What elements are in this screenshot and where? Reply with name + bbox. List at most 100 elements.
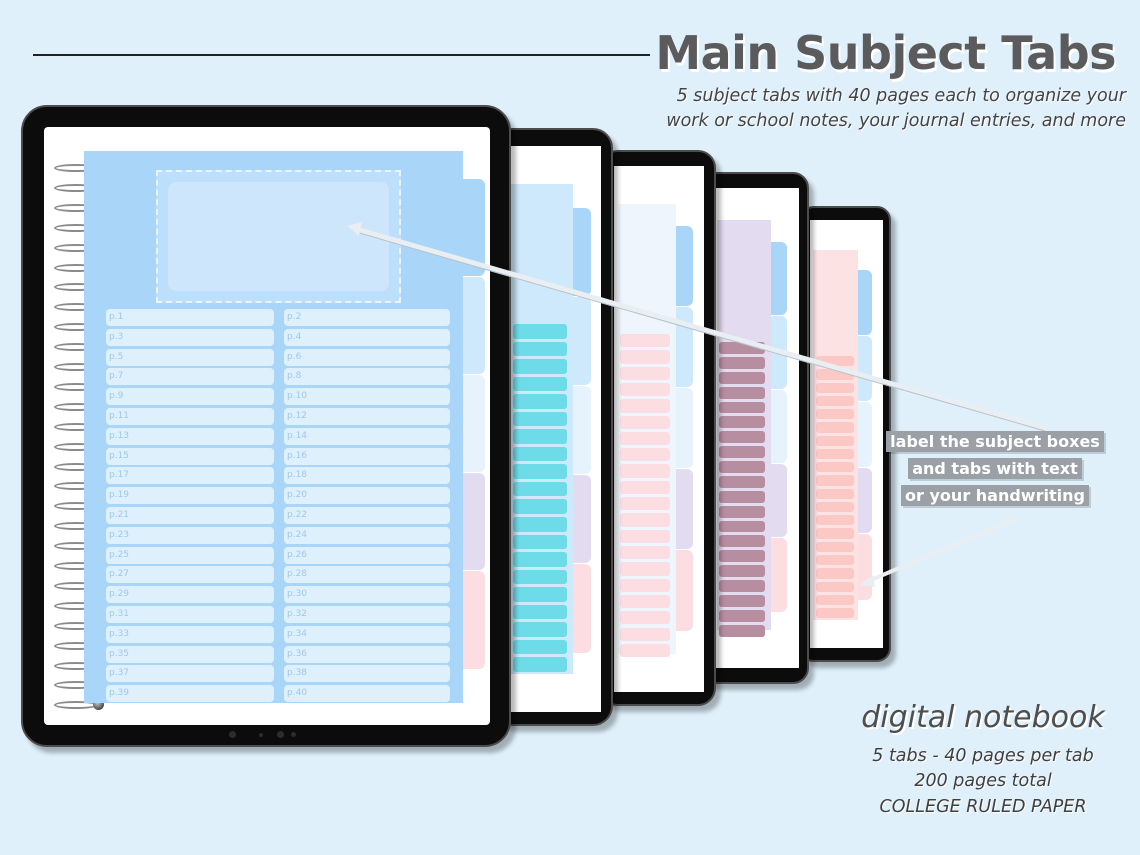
subject-tab-5[interactable] — [573, 564, 591, 653]
subject-tab-4[interactable] — [676, 469, 693, 549]
ruled-line-bar[interactable] — [620, 562, 670, 576]
ruled-line-bar[interactable] — [620, 334, 670, 348]
ruled-line-bar[interactable] — [816, 488, 854, 499]
ruled-line-bar[interactable] — [620, 350, 670, 364]
page-link-row[interactable]: p.1 — [106, 309, 274, 326]
page-link-row[interactable]: p.35 — [106, 645, 274, 663]
ruled-line-bar[interactable] — [513, 569, 567, 585]
ruled-line-bar[interactable] — [816, 594, 854, 606]
subject-tab-1[interactable] — [858, 270, 872, 335]
ruled-line-bar[interactable] — [719, 580, 765, 592]
page-link-row[interactable]: p.30 — [284, 586, 450, 604]
ruled-line-bar[interactable] — [719, 505, 765, 518]
ruled-line-bar[interactable] — [513, 359, 567, 374]
ruled-line-bar[interactable] — [816, 369, 854, 380]
ruled-line-bar[interactable] — [816, 356, 854, 367]
ruled-line-bar[interactable] — [620, 480, 670, 495]
page-link-row[interactable]: p.32 — [284, 606, 450, 623]
ruled-line-bar[interactable] — [513, 481, 567, 497]
page-link-row[interactable]: p.7 — [106, 368, 274, 386]
ruled-line-bar[interactable] — [719, 461, 765, 473]
ruled-line-bar[interactable] — [620, 627, 670, 641]
pink-subject-tabs[interactable] — [676, 226, 693, 631]
ruled-line-bar[interactable] — [816, 541, 854, 553]
page-link-row[interactable]: p.27 — [106, 566, 274, 584]
ruled-line-bar[interactable] — [513, 552, 567, 567]
subject-label-box[interactable] — [156, 170, 401, 303]
ruled-line-bar[interactable] — [816, 462, 854, 473]
subject-tab-3[interactable] — [463, 375, 485, 472]
ruled-line-bar[interactable] — [719, 371, 765, 384]
ruled-line-bar[interactable] — [513, 587, 567, 602]
page-link-row[interactable]: p.11 — [106, 408, 274, 425]
subject-tab-5[interactable] — [771, 538, 787, 612]
ruled-line-bar[interactable] — [719, 386, 765, 399]
ruled-line-bar[interactable] — [719, 565, 765, 578]
subject-label-field[interactable] — [168, 182, 389, 291]
ruled-line-bar[interactable] — [719, 446, 765, 459]
teal-subject-tabs[interactable] — [573, 208, 591, 653]
page-link-row[interactable]: p.29 — [106, 586, 274, 604]
ruled-line-bar[interactable] — [620, 513, 670, 527]
ruled-line-bar[interactable] — [513, 394, 567, 409]
ruled-line-bar[interactable] — [816, 608, 854, 619]
page-link-row[interactable]: p.28 — [284, 566, 450, 584]
ruled-line-bar[interactable] — [719, 624, 765, 637]
subject-tab-2[interactable] — [573, 297, 591, 385]
ruled-line-bar[interactable] — [719, 416, 765, 429]
subject-tab-1[interactable] — [771, 242, 787, 315]
page-link-row[interactable]: p.22 — [284, 507, 450, 524]
ruled-line-bar[interactable] — [620, 464, 670, 478]
subject-tab-3[interactable] — [676, 388, 693, 468]
ruled-line-bar[interactable] — [513, 324, 567, 339]
ruled-line-bar[interactable] — [719, 401, 765, 414]
ruled-line-bar[interactable] — [816, 581, 854, 592]
subject-tab-2[interactable] — [676, 307, 693, 387]
ruled-line-bar[interactable] — [513, 411, 567, 427]
subject-tab-3[interactable] — [573, 386, 591, 474]
ruled-line-bar[interactable] — [513, 534, 567, 550]
ruled-line-bar[interactable] — [719, 594, 765, 607]
subject-tab-1[interactable] — [676, 226, 693, 306]
subject-tab-2[interactable] — [858, 336, 872, 401]
ruled-line-bar[interactable] — [513, 341, 567, 357]
ruled-line-bar[interactable] — [719, 431, 765, 444]
page-link-row[interactable]: p.18 — [284, 467, 450, 485]
ruled-line-bar[interactable] — [620, 366, 670, 380]
ruled-line-bar[interactable] — [816, 422, 854, 433]
subject-tab-4[interactable] — [771, 464, 787, 537]
ruled-line-bar[interactable] — [719, 550, 765, 563]
page-link-row[interactable]: p.4 — [284, 328, 450, 346]
subject-tab-2[interactable] — [771, 316, 787, 389]
page-link-row[interactable]: p.39 — [106, 685, 274, 703]
ruled-line-bar[interactable] — [816, 475, 854, 486]
ruled-line-bar[interactable] — [513, 604, 567, 620]
ruled-line-bar[interactable] — [719, 356, 765, 369]
ruled-line-bar[interactable] — [816, 568, 854, 579]
page-link-row[interactable]: p.26 — [284, 546, 450, 564]
ruled-line-bar[interactable] — [719, 490, 765, 503]
page-link-row[interactable]: p.13 — [106, 427, 274, 445]
page-link-row[interactable]: p.3 — [106, 328, 274, 346]
page-link-row[interactable]: p.14 — [284, 427, 450, 445]
ruled-line-bar[interactable] — [620, 431, 670, 446]
page-link-row[interactable]: p.9 — [106, 388, 274, 406]
ruled-line-bar[interactable] — [816, 528, 854, 539]
ruled-line-bar[interactable] — [719, 520, 765, 533]
ruled-line-bar[interactable] — [513, 639, 567, 655]
ruled-line-bar[interactable] — [513, 657, 567, 672]
ruled-line-bar[interactable] — [816, 555, 854, 566]
ruled-line-bar[interactable] — [620, 497, 670, 511]
page-link-row[interactable]: p.31 — [106, 606, 274, 623]
ruled-line-bar[interactable] — [719, 609, 765, 622]
page-link-row[interactable]: p.10 — [284, 388, 450, 406]
page-link-row[interactable]: p.16 — [284, 447, 450, 465]
subject-tab-5[interactable] — [676, 550, 693, 631]
ruled-line-bar[interactable] — [513, 429, 567, 444]
ruled-line-bar[interactable] — [620, 415, 670, 429]
page-link-row[interactable]: p.33 — [106, 625, 274, 643]
ruled-line-bar[interactable] — [513, 499, 567, 514]
page-link-row[interactable]: p.34 — [284, 625, 450, 643]
subject-tab-5[interactable] — [463, 571, 485, 669]
page-link-row[interactable]: p.2 — [284, 309, 450, 326]
